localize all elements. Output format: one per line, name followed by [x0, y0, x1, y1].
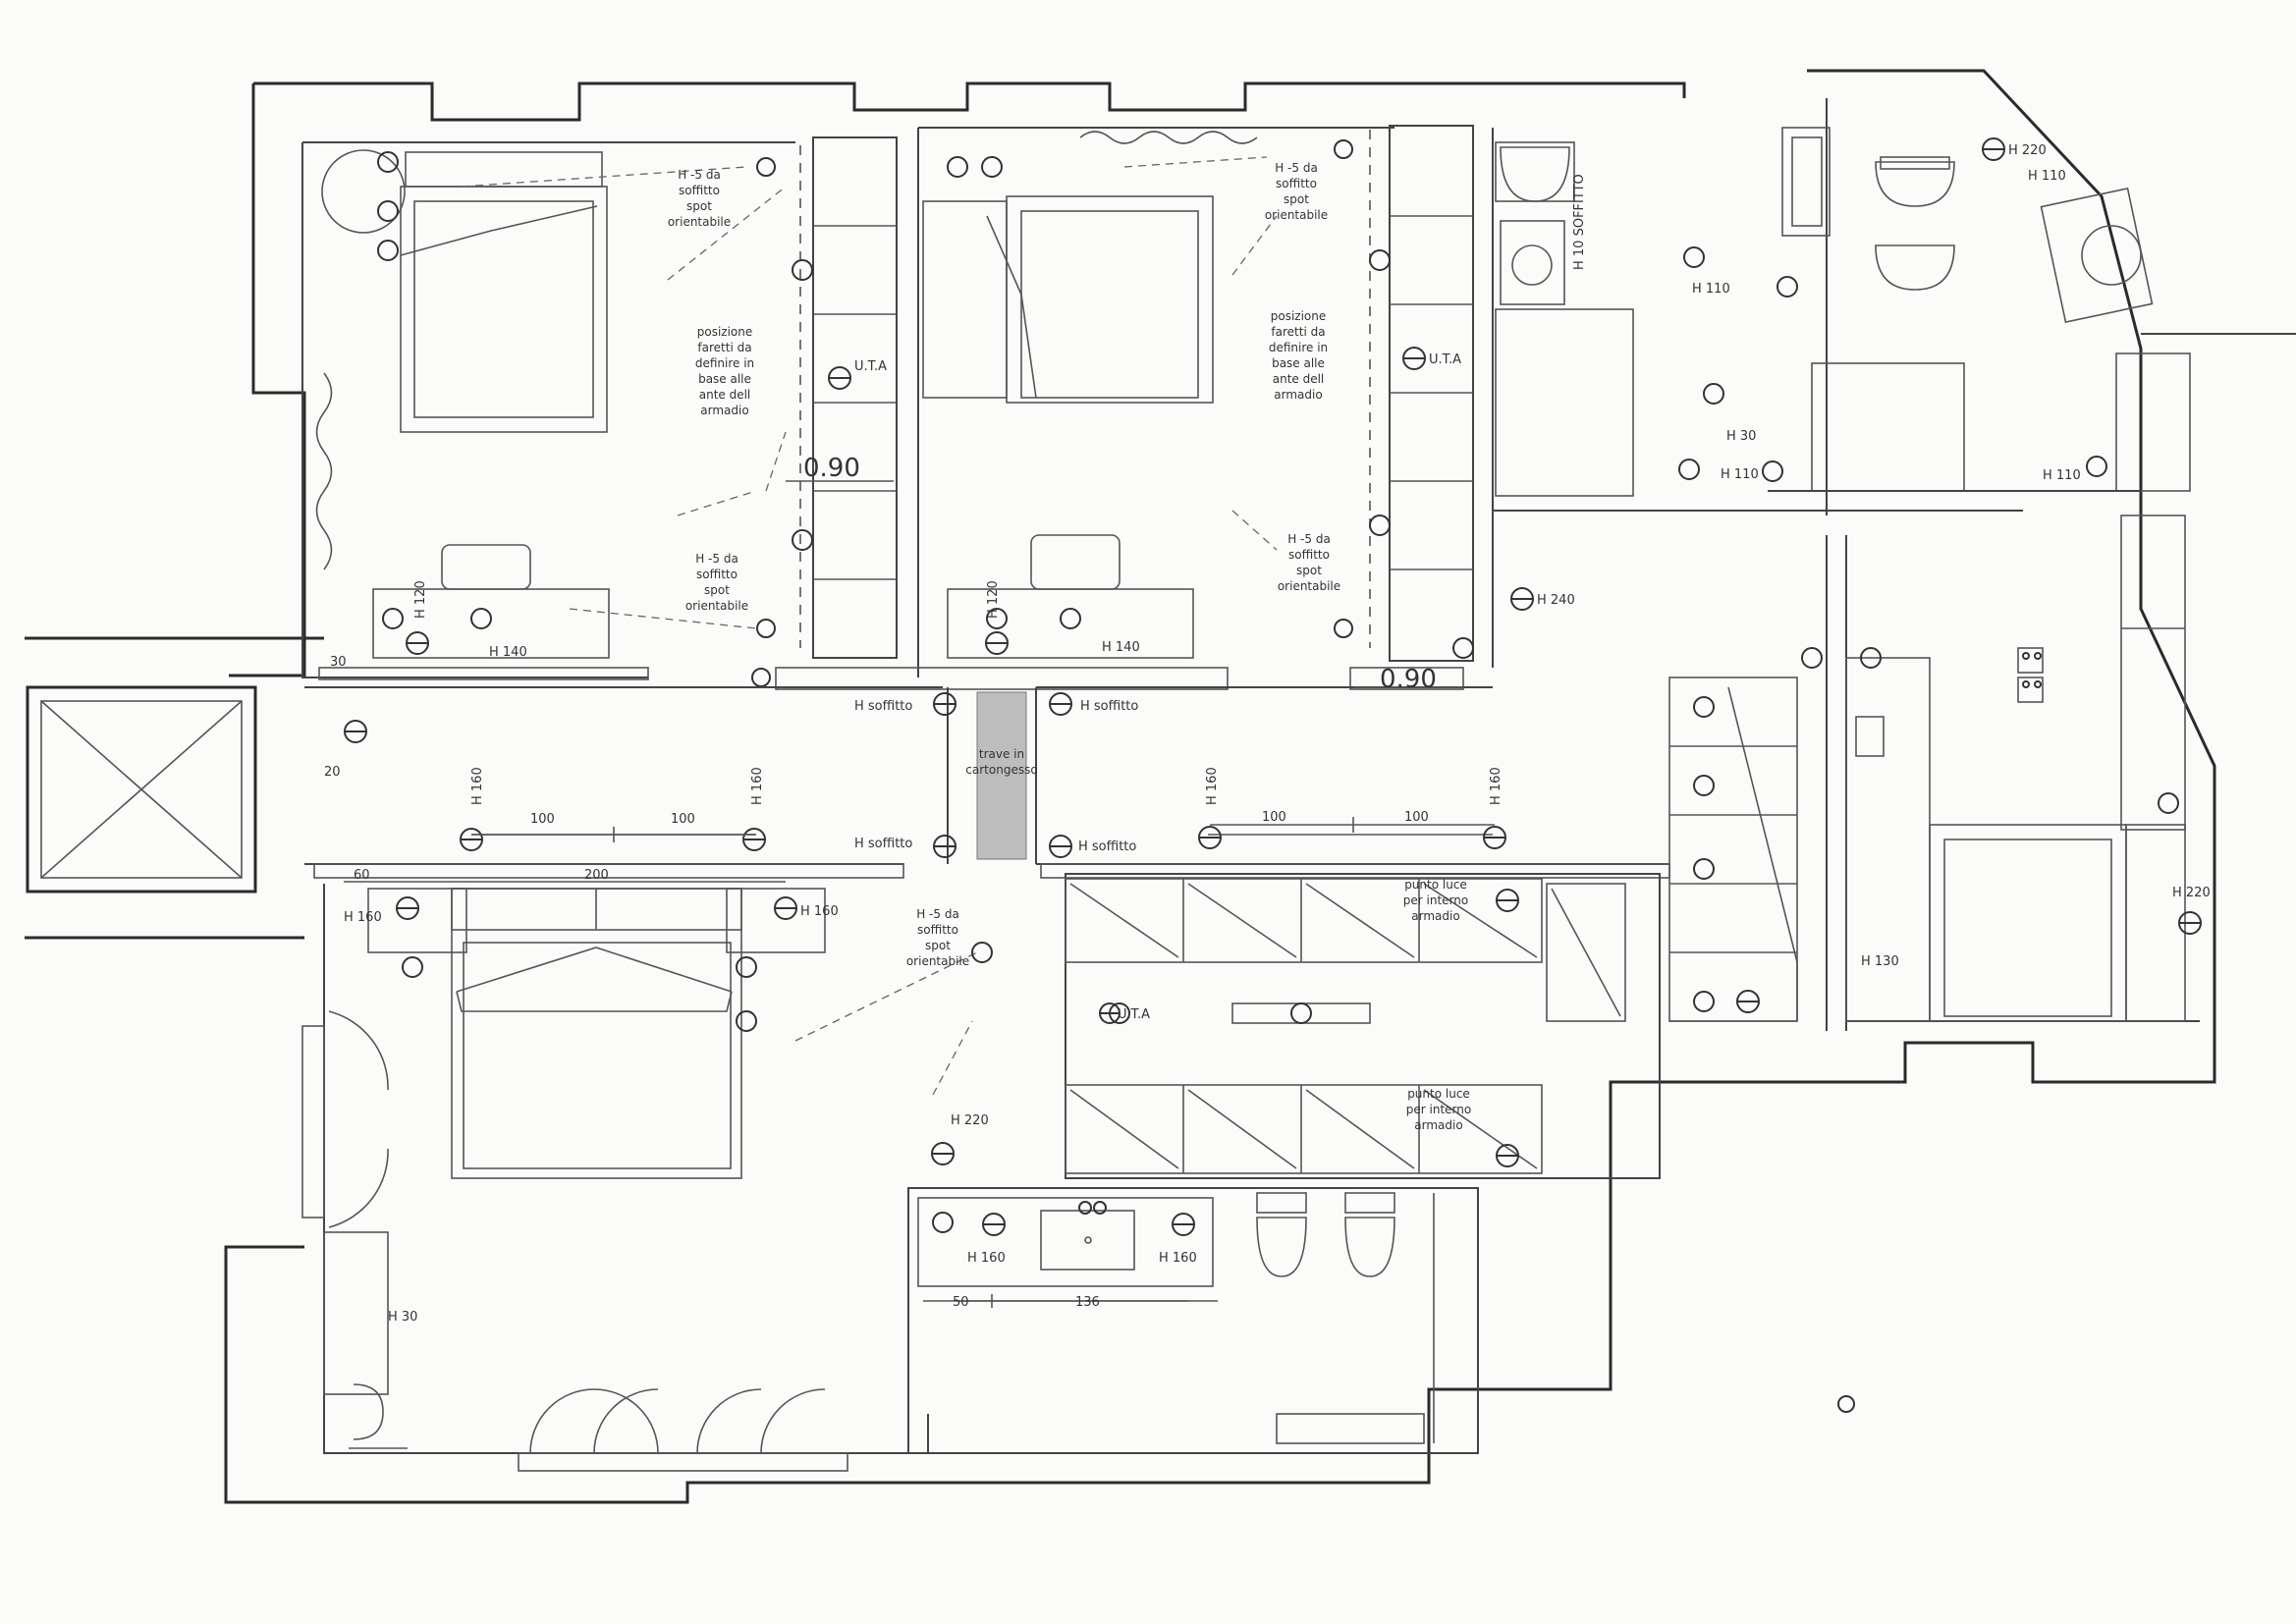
soffitto-label: H 10 SOFFITTO	[1572, 174, 1587, 270]
uta-label: U.T.A	[1118, 1007, 1150, 1022]
height-label: H 140	[489, 645, 527, 660]
spot-note: H -5 da	[916, 907, 959, 921]
faretti-note: definire in	[695, 356, 754, 370]
height-label: H 220	[2008, 143, 2047, 158]
height-label: H 140	[1102, 640, 1140, 655]
height-label: H 130	[1861, 954, 1899, 969]
dim-label: 100	[1404, 810, 1429, 825]
height-label: H 220	[2172, 886, 2211, 900]
faretti-note: faretti da	[697, 341, 751, 354]
height-label: H 160	[1159, 1251, 1197, 1266]
luce-note: armadio	[1411, 909, 1459, 923]
luce-note: punto luce	[1407, 1087, 1470, 1101]
height-label: H 160	[1489, 767, 1503, 805]
spot-note: spot	[704, 583, 730, 597]
bedroom-1	[301, 136, 898, 687]
faretti-note: ante dell	[699, 388, 751, 402]
wardrobe	[1065, 873, 1661, 1179]
bedroom-2	[775, 125, 1474, 690]
faretti-note: faretti da	[1271, 325, 1325, 339]
height-label: H 160	[800, 904, 839, 919]
beam-note: cartongesso	[965, 763, 1037, 777]
height-label: H 110	[2043, 468, 2081, 483]
master-bedroom	[301, 884, 978, 1472]
spot-note: H -5 da	[1275, 161, 1318, 175]
spot-note: orientabile	[1278, 579, 1340, 593]
dim-label: 0.90	[1380, 665, 1437, 694]
luce-note: punto luce	[1404, 878, 1467, 892]
spot-note: spot	[686, 199, 712, 213]
dim-label: 100	[1262, 810, 1286, 825]
height-label: H 160	[750, 767, 765, 805]
dim-label: 30	[330, 655, 347, 670]
height-label: H 30	[1726, 429, 1756, 444]
lift-shaft	[26, 685, 257, 893]
dim-label: 20	[324, 765, 341, 780]
outer-walls	[25, 69, 2296, 1504]
height-label: H soffitto	[854, 699, 912, 714]
spot-note: soffitto	[1276, 177, 1317, 190]
spot-note: spot	[1296, 564, 1322, 577]
height-label: H 110	[1721, 467, 1759, 482]
faretti-note: armadio	[1274, 388, 1322, 402]
uta-label: U.T.A	[1429, 352, 1461, 367]
spot-note: soffitto	[679, 184, 720, 197]
beam	[976, 691, 1027, 860]
dim-label: 100	[530, 812, 555, 827]
height-label: H 160	[967, 1251, 1006, 1266]
dim-label: 0.90	[803, 454, 860, 483]
height-label: H 30	[388, 1310, 417, 1325]
spot-note: orientabile	[685, 599, 748, 613]
labels: 0.90 0.90 100 100 100 100 30 20 60 200 5…	[324, 143, 2211, 1325]
spot-note: orientabile	[1265, 208, 1328, 222]
height-label: H 160	[470, 767, 485, 805]
stairs	[1668, 677, 1798, 1022]
faretti-note: posizione	[1271, 309, 1327, 323]
height-label: H 120	[986, 580, 1001, 619]
height-label: H soffitto	[854, 837, 912, 851]
dim-label: 60	[354, 868, 370, 883]
dimensions	[344, 480, 1495, 1308]
dim-label: 100	[671, 812, 695, 827]
spot-note: H -5 da	[678, 168, 721, 182]
spot-note: H -5 da	[1287, 532, 1331, 546]
spot-note: soffitto	[696, 568, 738, 581]
corridor	[304, 686, 1670, 879]
height-label: H soffitto	[1078, 839, 1136, 854]
height-label: H 120	[413, 580, 428, 619]
uta-label: U.T.A	[854, 359, 887, 374]
height-label: H 240	[1537, 593, 1575, 608]
dim-label: 136	[1075, 1295, 1100, 1310]
faretti-note: posizione	[697, 325, 753, 339]
spot-note: orientabile	[668, 215, 731, 229]
height-label: H 110	[2028, 169, 2066, 184]
height-label: H 110	[1692, 282, 1730, 297]
kitchen	[1845, 514, 2200, 1022]
faretti-note: ante dell	[1273, 372, 1325, 386]
height-label: H 160	[344, 910, 382, 925]
spot-note: soffitto	[917, 923, 958, 937]
dim-label: 50	[953, 1295, 969, 1310]
height-label: H 160	[1205, 767, 1220, 805]
height-label: H soffitto	[1080, 699, 1138, 714]
luce-note: per interno	[1406, 1103, 1471, 1116]
luce-note: per interno	[1403, 893, 1468, 907]
spot-note: H -5 da	[695, 552, 738, 566]
beam-note: trave in	[979, 747, 1024, 761]
fixtures	[344, 137, 2202, 1413]
bathroom-2	[1768, 127, 2191, 512]
faretti-note: base alle	[698, 372, 751, 386]
faretti-note: definire in	[1269, 341, 1328, 354]
luce-note: armadio	[1414, 1118, 1462, 1132]
spot-note: orientabile	[906, 954, 969, 968]
height-label: H 220	[951, 1113, 989, 1128]
faretti-note: base alle	[1272, 356, 1325, 370]
spot-note: spot	[1284, 192, 1309, 206]
bathroom-1	[1492, 98, 1828, 668]
spot-note: spot	[925, 939, 951, 952]
faretti-note: armadio	[700, 404, 748, 417]
spot-note: soffitto	[1288, 548, 1330, 562]
dim-label: 200	[584, 868, 609, 883]
